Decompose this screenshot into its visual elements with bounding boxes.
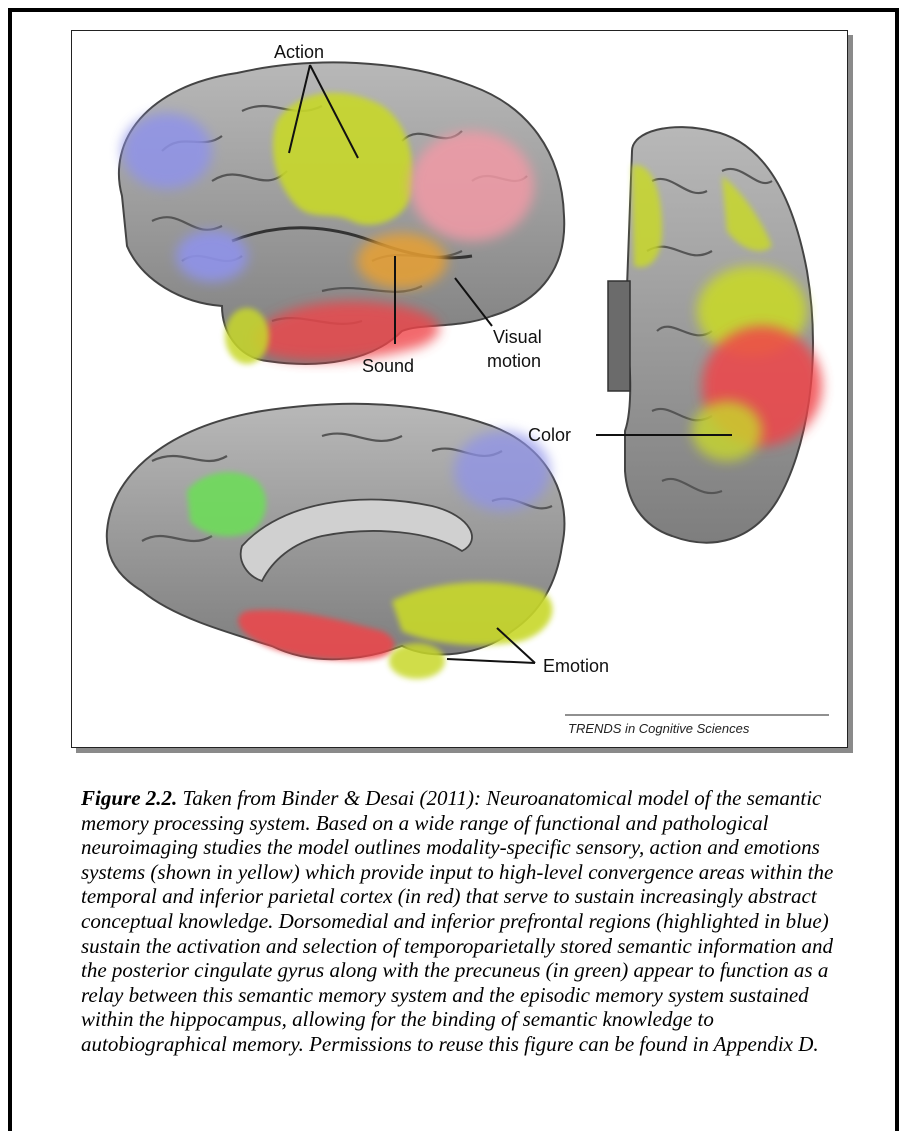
label-emotion: Emotion: [543, 656, 609, 676]
figure-panel: Action Sound Visual motion Color Emotion…: [71, 30, 848, 748]
lateral-brain-view: [119, 62, 564, 364]
label-visual-motion-line2: motion: [487, 351, 541, 371]
label-sound: Sound: [362, 356, 414, 376]
label-action: Action: [274, 42, 324, 62]
figure-caption: Figure 2.2. Taken from Binder & Desai (2…: [81, 786, 861, 1057]
brain-illustration: Action Sound Visual motion Color Emotion…: [72, 31, 849, 749]
medial-brain-view: [107, 404, 565, 679]
label-visual-motion-line1: Visual: [493, 327, 542, 347]
ventral-brain-view: [608, 127, 822, 543]
caption-figure-number: Figure 2.2.: [81, 786, 177, 810]
label-color: Color: [528, 425, 571, 445]
caption-body: Taken from Binder & Desai (2011): Neuroa…: [81, 786, 833, 1056]
journal-credit: TRENDS in Cognitive Sciences: [568, 721, 750, 736]
